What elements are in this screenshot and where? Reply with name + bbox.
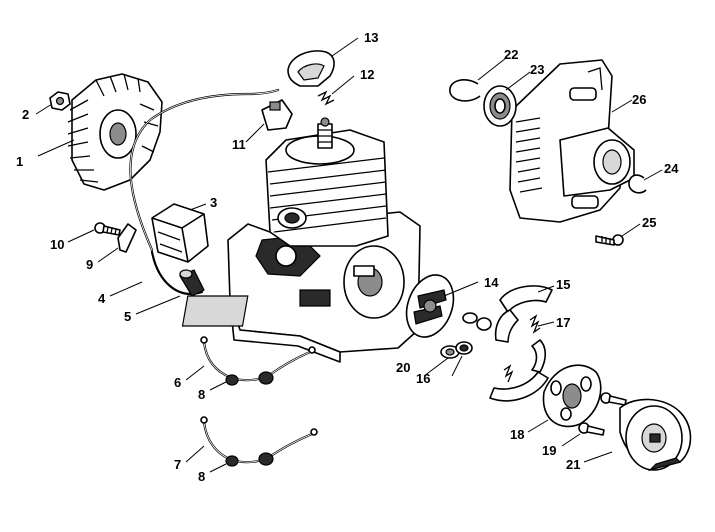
callout-19: 19 <box>542 443 557 458</box>
callout-25: 25 <box>642 215 657 230</box>
callout-15: 15 <box>556 277 571 292</box>
clutch-drum-part <box>619 398 692 472</box>
fan-housing-part <box>509 59 635 223</box>
bushing-16-part <box>455 341 473 355</box>
circlip-24-part <box>628 174 647 194</box>
screw-19-part <box>578 392 627 436</box>
clutch-carrier-part <box>405 274 455 338</box>
callout-8-upper: 8 <box>198 387 206 402</box>
spark-plug-terminal-part <box>261 99 293 131</box>
clip-part <box>117 223 137 253</box>
callout-3: 3 <box>210 195 218 210</box>
short-circuit-wire-lower-part <box>200 416 318 464</box>
spring-17-part <box>503 314 541 383</box>
short-circuit-wire-upper-part <box>200 336 316 382</box>
ignition-module-part <box>151 203 209 263</box>
callout-21: 21 <box>566 457 581 472</box>
callout-14: 14 <box>484 275 499 290</box>
callout-7: 7 <box>174 457 182 472</box>
callout-5: 5 <box>124 309 132 324</box>
callout-10: 10 <box>50 237 65 252</box>
washer-small-part <box>462 312 492 331</box>
clutch-plate-part <box>542 364 602 428</box>
callout-11: 11 <box>232 137 246 152</box>
callout-2: 2 <box>22 107 30 122</box>
callout-4: 4 <box>98 291 106 306</box>
screw-25-part <box>595 234 624 246</box>
callout-20: 20 <box>396 360 411 375</box>
clutch-shoe-upper-part <box>494 285 553 343</box>
callout-17: 17 <box>556 315 571 330</box>
grommet-8-parts <box>225 371 274 467</box>
cap-part <box>287 50 335 87</box>
callout-1: 1 <box>16 154 24 169</box>
callout-22: 22 <box>504 47 519 62</box>
screw-10-part <box>94 222 121 236</box>
callout-24: 24 <box>664 161 679 176</box>
callout-9: 9 <box>86 257 94 272</box>
callout-12: 12 <box>360 67 375 82</box>
callout-8-lower: 8 <box>198 469 206 484</box>
engine-block <box>181 117 421 363</box>
leader-lines <box>35 37 663 473</box>
callout-26: 26 <box>632 92 647 107</box>
flywheel-part <box>67 73 163 191</box>
spark-plug-boot-part <box>179 269 205 297</box>
callout-16: 16 <box>416 371 431 386</box>
callout-23: 23 <box>530 62 545 77</box>
callout-6: 6 <box>174 375 182 390</box>
bearing-part <box>483 85 517 127</box>
callout-18: 18 <box>510 427 525 442</box>
nut-part <box>49 91 71 111</box>
circlip-22-part <box>449 79 481 102</box>
clutch-shoe-lower-part <box>489 339 549 402</box>
callout-13: 13 <box>364 30 379 45</box>
spring-12-part <box>317 90 335 106</box>
